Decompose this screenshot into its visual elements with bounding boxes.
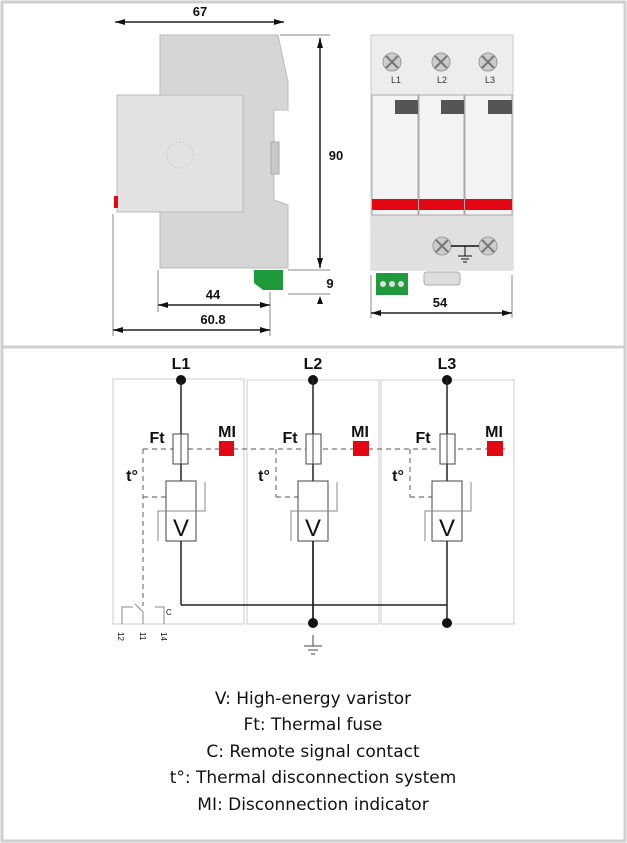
line-label-l1: L1 xyxy=(172,356,191,373)
contact-label: C xyxy=(166,608,172,617)
dim-60-8-label: 60.8 xyxy=(200,312,225,327)
modules xyxy=(371,94,513,216)
fuse-label: Ft xyxy=(149,430,165,447)
phase-l2: L2 Ft MI t° V xyxy=(258,356,369,623)
line-label-l2: L2 xyxy=(304,356,323,373)
indicator-label: MI xyxy=(351,424,369,441)
legend-thermal-fuse: Ft: Thermal fuse xyxy=(243,715,382,735)
terminal-14: 14 xyxy=(159,632,168,641)
dimension-54: 54 xyxy=(370,275,513,318)
line-label-l3: L3 xyxy=(438,356,457,373)
disconnection-indicator xyxy=(353,441,369,456)
fuse-label: Ft xyxy=(282,430,298,447)
side-cover xyxy=(116,94,244,213)
indicator-band xyxy=(465,199,512,210)
side-view-drawing xyxy=(114,34,289,290)
thermal-label: t° xyxy=(392,468,404,485)
dim-90-label: 90 xyxy=(329,148,343,163)
legend-thermal-disconnection: t°: Thermal disconnection system xyxy=(170,768,457,788)
varistor-label: V xyxy=(305,515,321,542)
varistor-label: V xyxy=(173,515,189,542)
phase-l1: L1 Ft MI t° V xyxy=(126,356,236,605)
dim-54-label: 54 xyxy=(433,295,448,310)
indicator-label: MI xyxy=(218,424,236,441)
top-screws xyxy=(382,52,498,72)
front-label-l2: L2 xyxy=(437,75,447,85)
legend-remote-contact: C: Remote signal contact xyxy=(206,742,420,762)
front-label-l3: L3 xyxy=(485,75,495,85)
logo-mark xyxy=(166,141,194,169)
phase-l3: L3 Ft MI t° V xyxy=(392,356,503,623)
indicator-band xyxy=(419,199,464,210)
thermal-label: t° xyxy=(258,468,270,485)
indicator-band xyxy=(372,199,418,210)
disconnection-indicator xyxy=(219,441,234,456)
dim-9-label: 9 xyxy=(326,276,333,291)
green-connector xyxy=(254,270,283,290)
thermal-label: t° xyxy=(126,468,138,485)
earth-screws xyxy=(432,236,498,263)
side-indicator xyxy=(114,196,118,208)
ground-symbol xyxy=(304,635,322,655)
dimension-44: 44 60.8 xyxy=(112,214,271,336)
varistor-label: V xyxy=(439,515,455,542)
terminal-11: 11 xyxy=(138,632,147,641)
din-clip xyxy=(423,271,461,286)
legend-indicator: MI: Disconnection indicator xyxy=(197,795,428,815)
terminal-12: 12 xyxy=(116,632,125,641)
dimension-67: 67 xyxy=(115,4,284,25)
legend-varistor: V: High-energy varistor xyxy=(215,689,411,709)
indicator-label: MI xyxy=(485,424,503,441)
fuse-label: Ft xyxy=(415,430,431,447)
dimension-90: 90 9 xyxy=(280,34,343,304)
front-label-l1: L1 xyxy=(391,75,401,85)
legend: V: High-energy varistor Ft: Thermal fuse… xyxy=(170,689,457,815)
front-view-drawing: L1 L2 L3 xyxy=(370,34,514,295)
wiring-schematic: L1 Ft MI t° V L2 Ft MI t° V xyxy=(112,356,515,655)
disconnection-indicator xyxy=(487,441,503,456)
remote-signal-contact: C 12 11 14 xyxy=(116,603,172,641)
dim-67-label: 67 xyxy=(193,4,207,19)
dim-44-label: 44 xyxy=(206,287,221,302)
